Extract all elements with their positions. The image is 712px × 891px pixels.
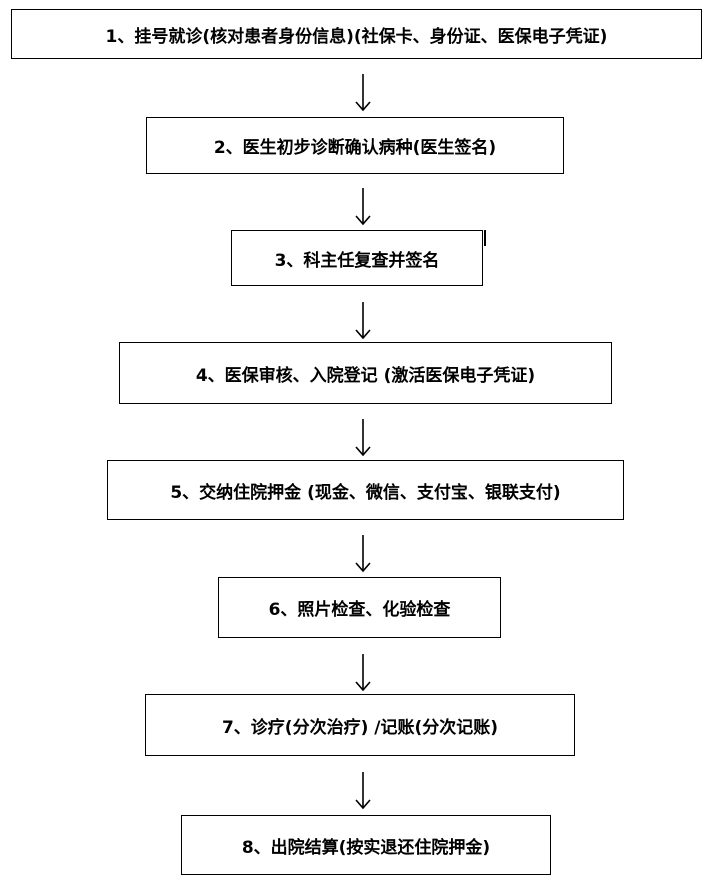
step-7-box: 7、诊疗(分次治疗) /记账(分次记账) (145, 694, 575, 756)
step-2-label: 2、医生初步诊断确认病种(医生签名) (213, 138, 497, 158)
step-8-box: 8、出院结算(按实退还住院押金) (181, 815, 551, 875)
arrow-down-icon (355, 535, 371, 573)
arrow-down-icon (355, 302, 371, 340)
step-1-label: 1、挂号就诊(核对患者身份信息)(社保卡、身份证、医保电子凭证) (105, 26, 608, 47)
step-3-label: 3、科主任复查并签名 (274, 250, 440, 271)
step-3-box: 3、科主任复查并签名 (231, 230, 483, 286)
arrow-down-icon (355, 188, 371, 226)
step-8-label: 8、出院结算(按实退还住院押金) (241, 837, 491, 858)
step-7-label: 7、诊疗(分次治疗) /记账(分次记账) (221, 717, 499, 738)
step-2-box: 2、医生初步诊断确认病种(医生签名) (146, 117, 564, 174)
arrow-down-icon (355, 74, 371, 112)
step-5-label: 5、交纳住院押金 (现金、微信、支付宝、银联支付) (170, 482, 561, 503)
arrow-down-icon (355, 654, 371, 692)
step-5-box: 5、交纳住院押金 (现金、微信、支付宝、银联支付) (107, 460, 624, 520)
step-6-label: 6、照片检查、化验检查 (268, 600, 451, 620)
step-6-box: 6、照片检查、化验检查 (218, 577, 501, 638)
arrow-down-icon (355, 772, 371, 810)
arrow-down-icon (355, 419, 371, 457)
step-1-box: 1、挂号就诊(核对患者身份信息)(社保卡、身份证、医保电子凭证) (11, 9, 702, 59)
step-4-label: 4、医保审核、入院登记 (激活医保电子凭证) (195, 365, 536, 386)
step-4-box: 4、医保审核、入院登记 (激活医保电子凭证) (119, 342, 612, 404)
stray-mark (484, 230, 486, 246)
